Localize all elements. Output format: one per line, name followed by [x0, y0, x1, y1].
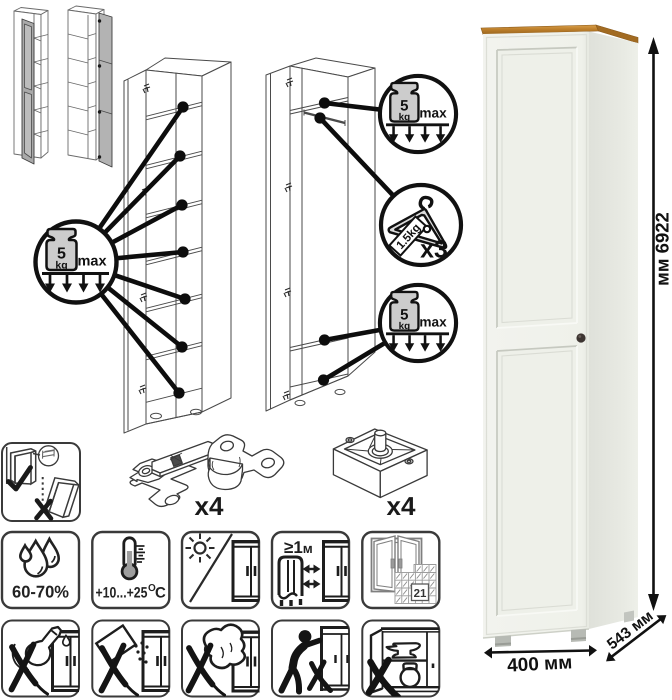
svg-text:x4: x4	[387, 491, 416, 521]
svg-text:≥1м: ≥1м	[284, 538, 313, 557]
svg-text:O: O	[148, 583, 156, 594]
svg-text:400 мм: 400 мм	[507, 652, 573, 676]
svg-text:60-70%: 60-70%	[12, 583, 69, 602]
svg-text:x3: x3	[420, 236, 448, 264]
svg-text:x4: x4	[195, 491, 224, 521]
svg-text:+10...+25: +10...+25	[96, 585, 148, 602]
svg-text:21: 21	[414, 588, 427, 600]
svg-text:мм 6922: мм 6922	[652, 212, 672, 286]
svg-text:C: C	[155, 585, 166, 602]
